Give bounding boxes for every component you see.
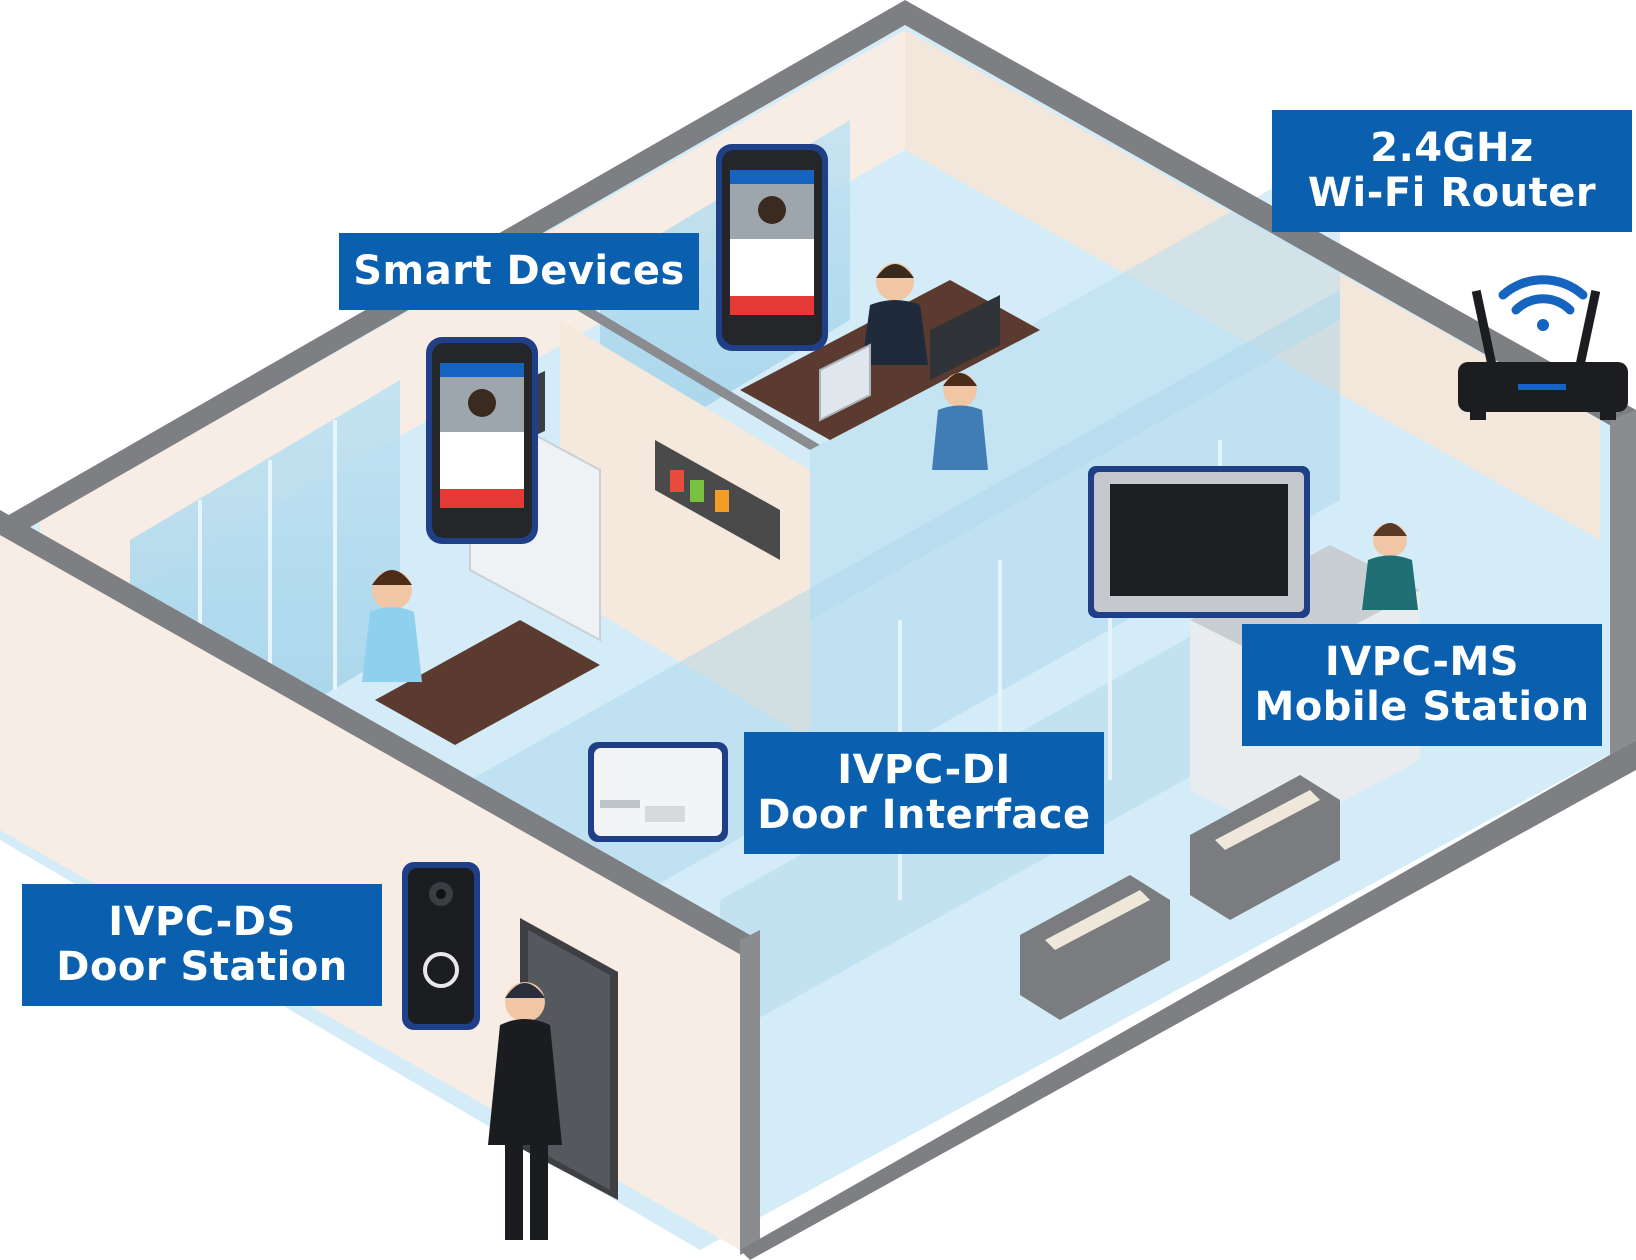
label-mobile-station: IVPC-MS Mobile Station — [1242, 624, 1602, 746]
label-router: 2.4GHz Wi-Fi Router — [1272, 110, 1632, 232]
doorbell-icon — [402, 862, 480, 1030]
label-mobile-station-line1: IVPC-MS — [1324, 639, 1520, 686]
smartphone-icon-upper — [716, 144, 828, 351]
wall-top-back-right — [905, 0, 1636, 440]
person-upper-body — [862, 300, 928, 365]
label-door-station-line2: Door Station — [56, 944, 348, 990]
label-door-station: IVPC-DS Door Station — [22, 884, 382, 1006]
receptionist-body — [1362, 555, 1418, 610]
glass-partition-upper — [810, 150, 1340, 620]
door-interface-box-icon — [588, 742, 728, 842]
front-right-wall-cap — [740, 740, 1636, 1260]
label-smart-devices: Smart Devices — [339, 233, 699, 310]
router-icon — [1458, 289, 1628, 420]
desk-left — [375, 620, 600, 745]
label-router-line1: 2.4GHz — [1370, 125, 1534, 172]
wall-top-right — [1610, 410, 1636, 755]
monitor-icon — [1088, 466, 1310, 618]
front-left-wall-top — [0, 510, 750, 960]
armchair-left — [1020, 875, 1170, 1020]
smartphone-icon-lower — [426, 337, 538, 544]
person-seated-body — [932, 405, 988, 470]
label-door-interface-line2: Door Interface — [757, 792, 1091, 838]
person-left-body — [362, 607, 422, 682]
label-mobile-station-line2: Mobile Station — [1254, 684, 1590, 730]
label-router-line2: Wi-Fi Router — [1307, 170, 1597, 216]
wifi-icon — [1498, 275, 1588, 331]
visitor-person — [488, 982, 562, 1240]
label-smart-devices-line1: Smart Devices — [353, 248, 685, 295]
label-door-interface-line1: IVPC-DI — [837, 747, 1011, 794]
armchair-right — [1190, 775, 1340, 920]
divider-wall — [560, 320, 810, 740]
label-door-station-line1: IVPC-DS — [108, 899, 296, 946]
label-door-interface: IVPC-DI Door Interface — [744, 732, 1104, 854]
